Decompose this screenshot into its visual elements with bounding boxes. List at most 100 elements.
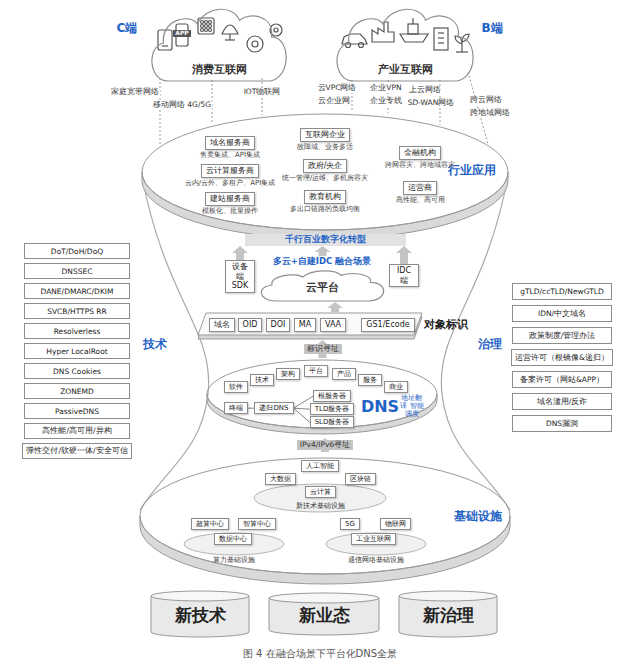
box-heading: 政府/央企 — [303, 159, 348, 173]
list-box: Resolverless — [24, 323, 130, 339]
group-platform — [184, 533, 284, 555]
free-label: 家庭宽带网络 — [110, 88, 160, 97]
list-text: DNS漏洞 — [546, 419, 578, 429]
box-text: 终端 — [229, 404, 243, 412]
free-label: C端 — [117, 22, 138, 36]
edge-label: IPv4/IPv6寻址 — [297, 440, 353, 450]
list-text: DoT/DoH/DoQ — [51, 247, 103, 256]
free-label: 云企业网 — [317, 97, 351, 106]
list-box: 弹性交付/软硬一体/安全可信 — [22, 443, 131, 459]
node-text: 行业应用 — [448, 164, 496, 178]
list-box: PassiveDNS — [24, 403, 130, 419]
cylinder-top — [399, 591, 497, 601]
list-box: DANE/DMARC/DKIM — [24, 283, 130, 299]
process-box: 云计算 — [305, 486, 336, 498]
disk-surface — [142, 114, 508, 230]
box-text: 根服务器 — [318, 392, 346, 400]
infra-group: 通信网络基础设施5G物联网工业互联网 — [322, 516, 430, 570]
process-box: 智算中心 — [238, 518, 276, 530]
list-text: DNS Cookies — [53, 367, 101, 376]
node-text: 消费互联网 — [192, 64, 247, 77]
process-box: TLD服务器 — [310, 403, 355, 415]
free-label: 跨地域网络 — [469, 109, 511, 118]
list-text: 政策制度/管理办法 — [529, 331, 596, 341]
node-text: 新治理 — [423, 606, 474, 626]
process-box: OID — [238, 318, 263, 332]
box-text: 技术 — [255, 376, 269, 384]
node-text: 对象标识 — [424, 319, 468, 332]
box-text: 区块链 — [350, 475, 371, 483]
free-label: 企业VPN — [369, 84, 402, 93]
box-heading: 域名服务商 — [205, 136, 255, 150]
box-text: 域名 — [214, 320, 230, 330]
process-box: 域名 — [209, 318, 235, 332]
process-box: GS1/Ecode — [361, 318, 414, 332]
node-text: DNS — [361, 398, 399, 416]
process-box: 技术 — [250, 374, 274, 386]
free-label: 云VPC网络 — [317, 84, 358, 93]
process-box: 商业 — [384, 381, 408, 393]
infra-group: 算力基础设施超算中心智算中心数据中心 — [180, 516, 288, 570]
list-text: PassiveDNS — [55, 407, 99, 416]
list-text: DNSSEC — [62, 267, 93, 276]
box-text: IDC端 — [394, 266, 415, 285]
flow-arrow — [327, 302, 343, 312]
hourglass-outline — [140, 176, 510, 510]
list-text: IDN/中文域名 — [538, 309, 586, 319]
list-text: Resolverless — [54, 327, 101, 336]
list-box: DoT/DoH/DoQ — [24, 243, 130, 259]
process-box: DOI — [266, 318, 291, 332]
group-platform — [254, 484, 386, 512]
process-box: 软件 — [224, 381, 248, 393]
box-text: 平台 — [309, 367, 323, 375]
process-box: 产品 — [332, 368, 356, 380]
list-box: DNSSEC — [24, 263, 130, 279]
node-text: 通信网络基础设施 — [348, 556, 404, 564]
list-text: DANE/DMARC/DKIM — [40, 287, 113, 296]
free-label: 企业专线 — [369, 97, 403, 106]
org-box: 教育机构多出口链路的负载均衡 — [290, 184, 360, 213]
list-box: 域名滥用/反诈 — [512, 393, 612, 410]
list-box: 高性能/高可用/异构 — [24, 423, 130, 439]
box-note: 高性能、高可用 — [396, 196, 445, 204]
cloud-outline — [337, 9, 473, 81]
list-box: IDN/中文域名 — [512, 305, 612, 322]
box-text: 架构 — [281, 370, 295, 378]
process-box: 服务 — [358, 374, 382, 386]
list-box: ZONEMD — [24, 383, 130, 399]
list-box: gTLD/ccTLD/NewGTLD — [512, 283, 612, 300]
org-box: 云计算服务商云内/云外、多租户、API集成 — [185, 158, 275, 187]
org-box: 金融机构跨网容灾、跨地域容灾 — [385, 140, 455, 169]
box-note: 多出口链路的负载均衡 — [290, 205, 360, 213]
figure-caption: 图 4 在融合场景下平台化DNS全景 — [243, 648, 397, 660]
free-label: 千行百业数字化转型 — [245, 234, 406, 246]
process-box: VAA — [320, 318, 346, 332]
box-heading: 运营商 — [403, 181, 437, 195]
process-box: 大数据 — [265, 473, 296, 485]
edge-label: 标识寻址 — [304, 344, 342, 354]
box-text: 递归DNS — [259, 404, 288, 412]
box-text: OID — [243, 320, 258, 330]
process-box: 超算中心 — [191, 518, 229, 530]
identifier-band: 对象标识域名OIDDOIMAVAAGS1/Ecode — [198, 312, 472, 340]
box-text: DOI — [271, 320, 286, 330]
box-note: 统一管理/运维、多机房容灾 — [282, 174, 368, 182]
box-text: 超算中心 — [196, 520, 224, 528]
box-note: 云内/云外、多租户、API集成 — [185, 179, 275, 187]
process-box: 工业互联网 — [351, 533, 396, 545]
cloud-shape: 产业互联网 — [330, 4, 480, 82]
free-label: IOT物联网 — [243, 88, 282, 97]
box-note: 故障域、业务多活 — [297, 143, 353, 151]
pillar-cylinder: 新技术 — [150, 590, 250, 638]
org-box: 建站服务商模板化、批量操作 — [202, 186, 258, 215]
cloud-outline — [261, 271, 383, 301]
box-heading: 教育机构 — [304, 190, 346, 204]
process-box: 人工智能 — [301, 460, 339, 472]
process-box: 平台 — [304, 365, 328, 377]
box-text: 商业 — [389, 383, 403, 391]
free-label: 移动网络 4G/5G — [152, 101, 212, 110]
box-text: 工业互联网 — [356, 535, 391, 543]
free-label: APP — [173, 30, 190, 37]
connector-line — [294, 408, 310, 409]
process-box: 根服务器 — [313, 390, 351, 402]
